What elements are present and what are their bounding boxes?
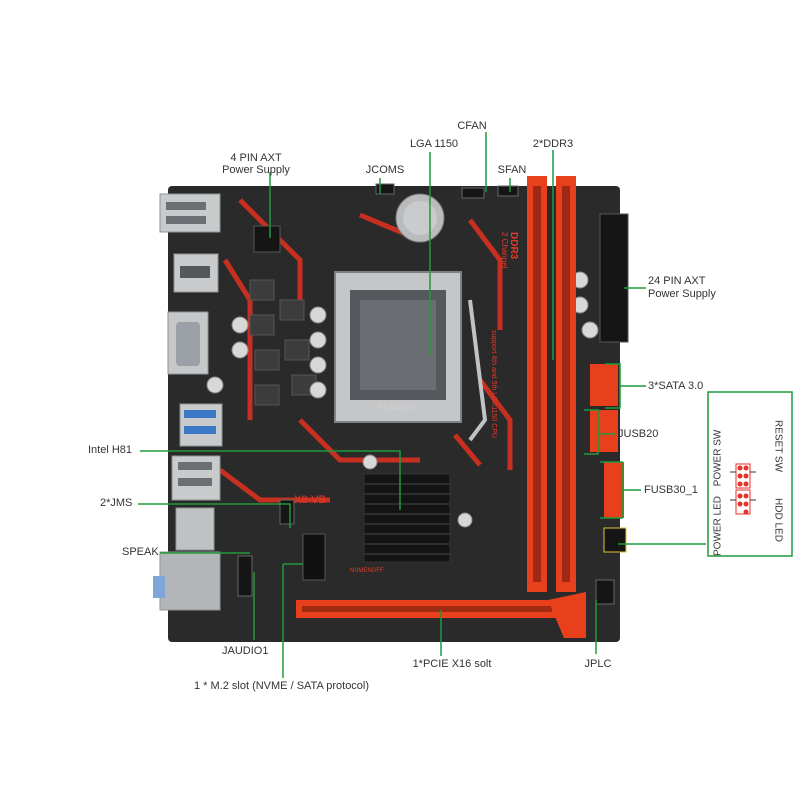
label-power4-line2: Power Supply	[222, 164, 290, 176]
label-jplc: JPLC	[584, 658, 612, 670]
vrm-area	[206, 271, 599, 528]
audio-jack-block	[159, 551, 221, 611]
label-power24-line1: 24 PIN AXT	[648, 275, 706, 287]
label-fusb30: FUSB30_1	[644, 484, 698, 496]
label-pcie: 1*PCIE X16 solt	[412, 658, 492, 670]
label-lga1150: LGA 1150	[409, 138, 459, 150]
label-ddr3: 2*DDR3	[532, 138, 574, 150]
silk-ddr3-title: DDR3	[508, 232, 519, 260]
jplc-header	[595, 579, 615, 605]
panel-label-reset-sw: RESET SW	[772, 419, 784, 473]
label-sata: 3*SATA 3.0	[648, 380, 704, 392]
cfan-header	[461, 187, 485, 199]
silk-remove: REMOVE	[377, 402, 416, 412]
silk-model: X8-VB	[294, 494, 326, 506]
front-panel-header-pcb	[603, 527, 627, 553]
lan-port	[175, 507, 215, 551]
jaudio-header	[237, 555, 253, 597]
label-jusb20: JUSB20	[618, 428, 659, 440]
power-4pin-connector	[253, 225, 281, 253]
label-jms: 2*JMS	[100, 497, 133, 509]
sata-connector-1	[590, 364, 618, 406]
power-24pin-connector	[599, 213, 629, 343]
panel-label-power-led: POWER LED	[712, 495, 724, 557]
panel-label-hdd-led: HDD LED	[772, 498, 784, 542]
label-power24-line2: Power Supply	[648, 288, 716, 300]
label-speak: SPEAK	[122, 546, 159, 558]
ddr3-slots	[527, 176, 576, 592]
silk-ddr3-support: support 4th and 5th LGA1150 CPU	[490, 330, 497, 438]
panel-label-power-sw: POWER SW	[712, 429, 724, 487]
pcie-x16-slot	[296, 592, 586, 638]
rear-io-panel	[153, 193, 223, 611]
usb-port-top	[159, 193, 221, 233]
front-panel-pin-diagram	[730, 463, 756, 515]
label-cfan: CFAN	[457, 120, 487, 132]
jcoms-header	[375, 183, 395, 195]
sata-connector-2	[590, 410, 618, 452]
label-power4-line1: 4 PIN AXT	[230, 152, 282, 164]
label-intel-h81: Intel H81	[88, 444, 133, 456]
label-sfan: SFAN	[497, 164, 527, 176]
label-jaudio1: JAUDIO1	[222, 645, 269, 657]
label-jcoms: JCOMS	[365, 164, 405, 176]
leader-lines	[138, 132, 706, 678]
silk-nvme: NVMENGFF	[350, 568, 384, 574]
fusb30-header	[604, 462, 624, 518]
label-m2-slot: 1 * M.2 slot (NVME / SATA protocol)	[194, 680, 370, 692]
silk-ddr3-channel: 2 Channel	[500, 232, 509, 269]
m2-slot	[302, 533, 326, 581]
sfan-header	[497, 185, 519, 197]
chipset-heatsink	[363, 473, 451, 563]
